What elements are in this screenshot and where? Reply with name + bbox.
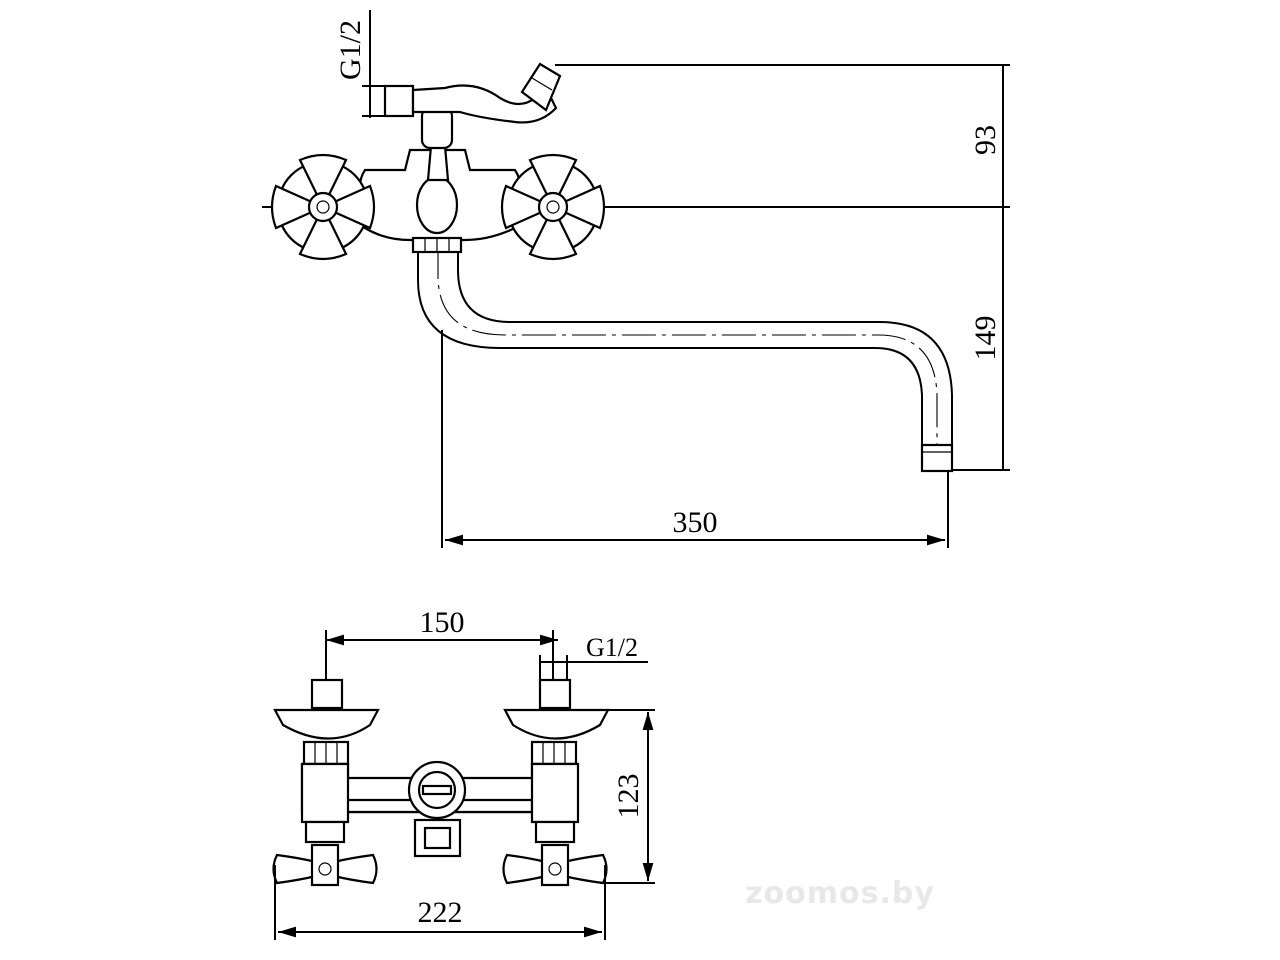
aerator-tip [920,443,954,473]
right-handle [500,153,606,261]
right-valve-body [530,762,580,824]
front-height-label: 123 [612,774,645,819]
right-flange [503,708,610,740]
height-upper-label: 93 [969,125,1002,155]
top-view: G1/2 93 149 350 [262,10,1010,548]
left-cross-handle [272,843,378,887]
front-view: 150 G1/2 123 222 [272,606,655,940]
spout-axis [437,245,938,450]
height-lower-label: 149 [969,316,1002,361]
lever-tip [520,62,562,112]
spout-reach-label: 350 [673,506,718,539]
overall-width-label: 222 [418,896,463,929]
center-distance-label: 150 [420,606,465,639]
spout-outline-inner [457,245,953,445]
top-thread-label: G1/2 [334,20,367,80]
left-valve-body [300,762,350,824]
left-inlet [310,678,344,710]
left-flange [273,708,380,740]
spout-outline-outer [417,245,923,445]
shower-outlet [420,106,454,150]
shower-connector [383,84,415,118]
watermark: zoomos.by [745,876,935,911]
front-thread-label: G1/2 [586,633,638,662]
diverter-knob [415,175,459,235]
switch-lever [411,84,558,124]
left-handle [270,153,376,261]
right-cross-handle [502,843,608,887]
right-inlet [538,678,572,710]
